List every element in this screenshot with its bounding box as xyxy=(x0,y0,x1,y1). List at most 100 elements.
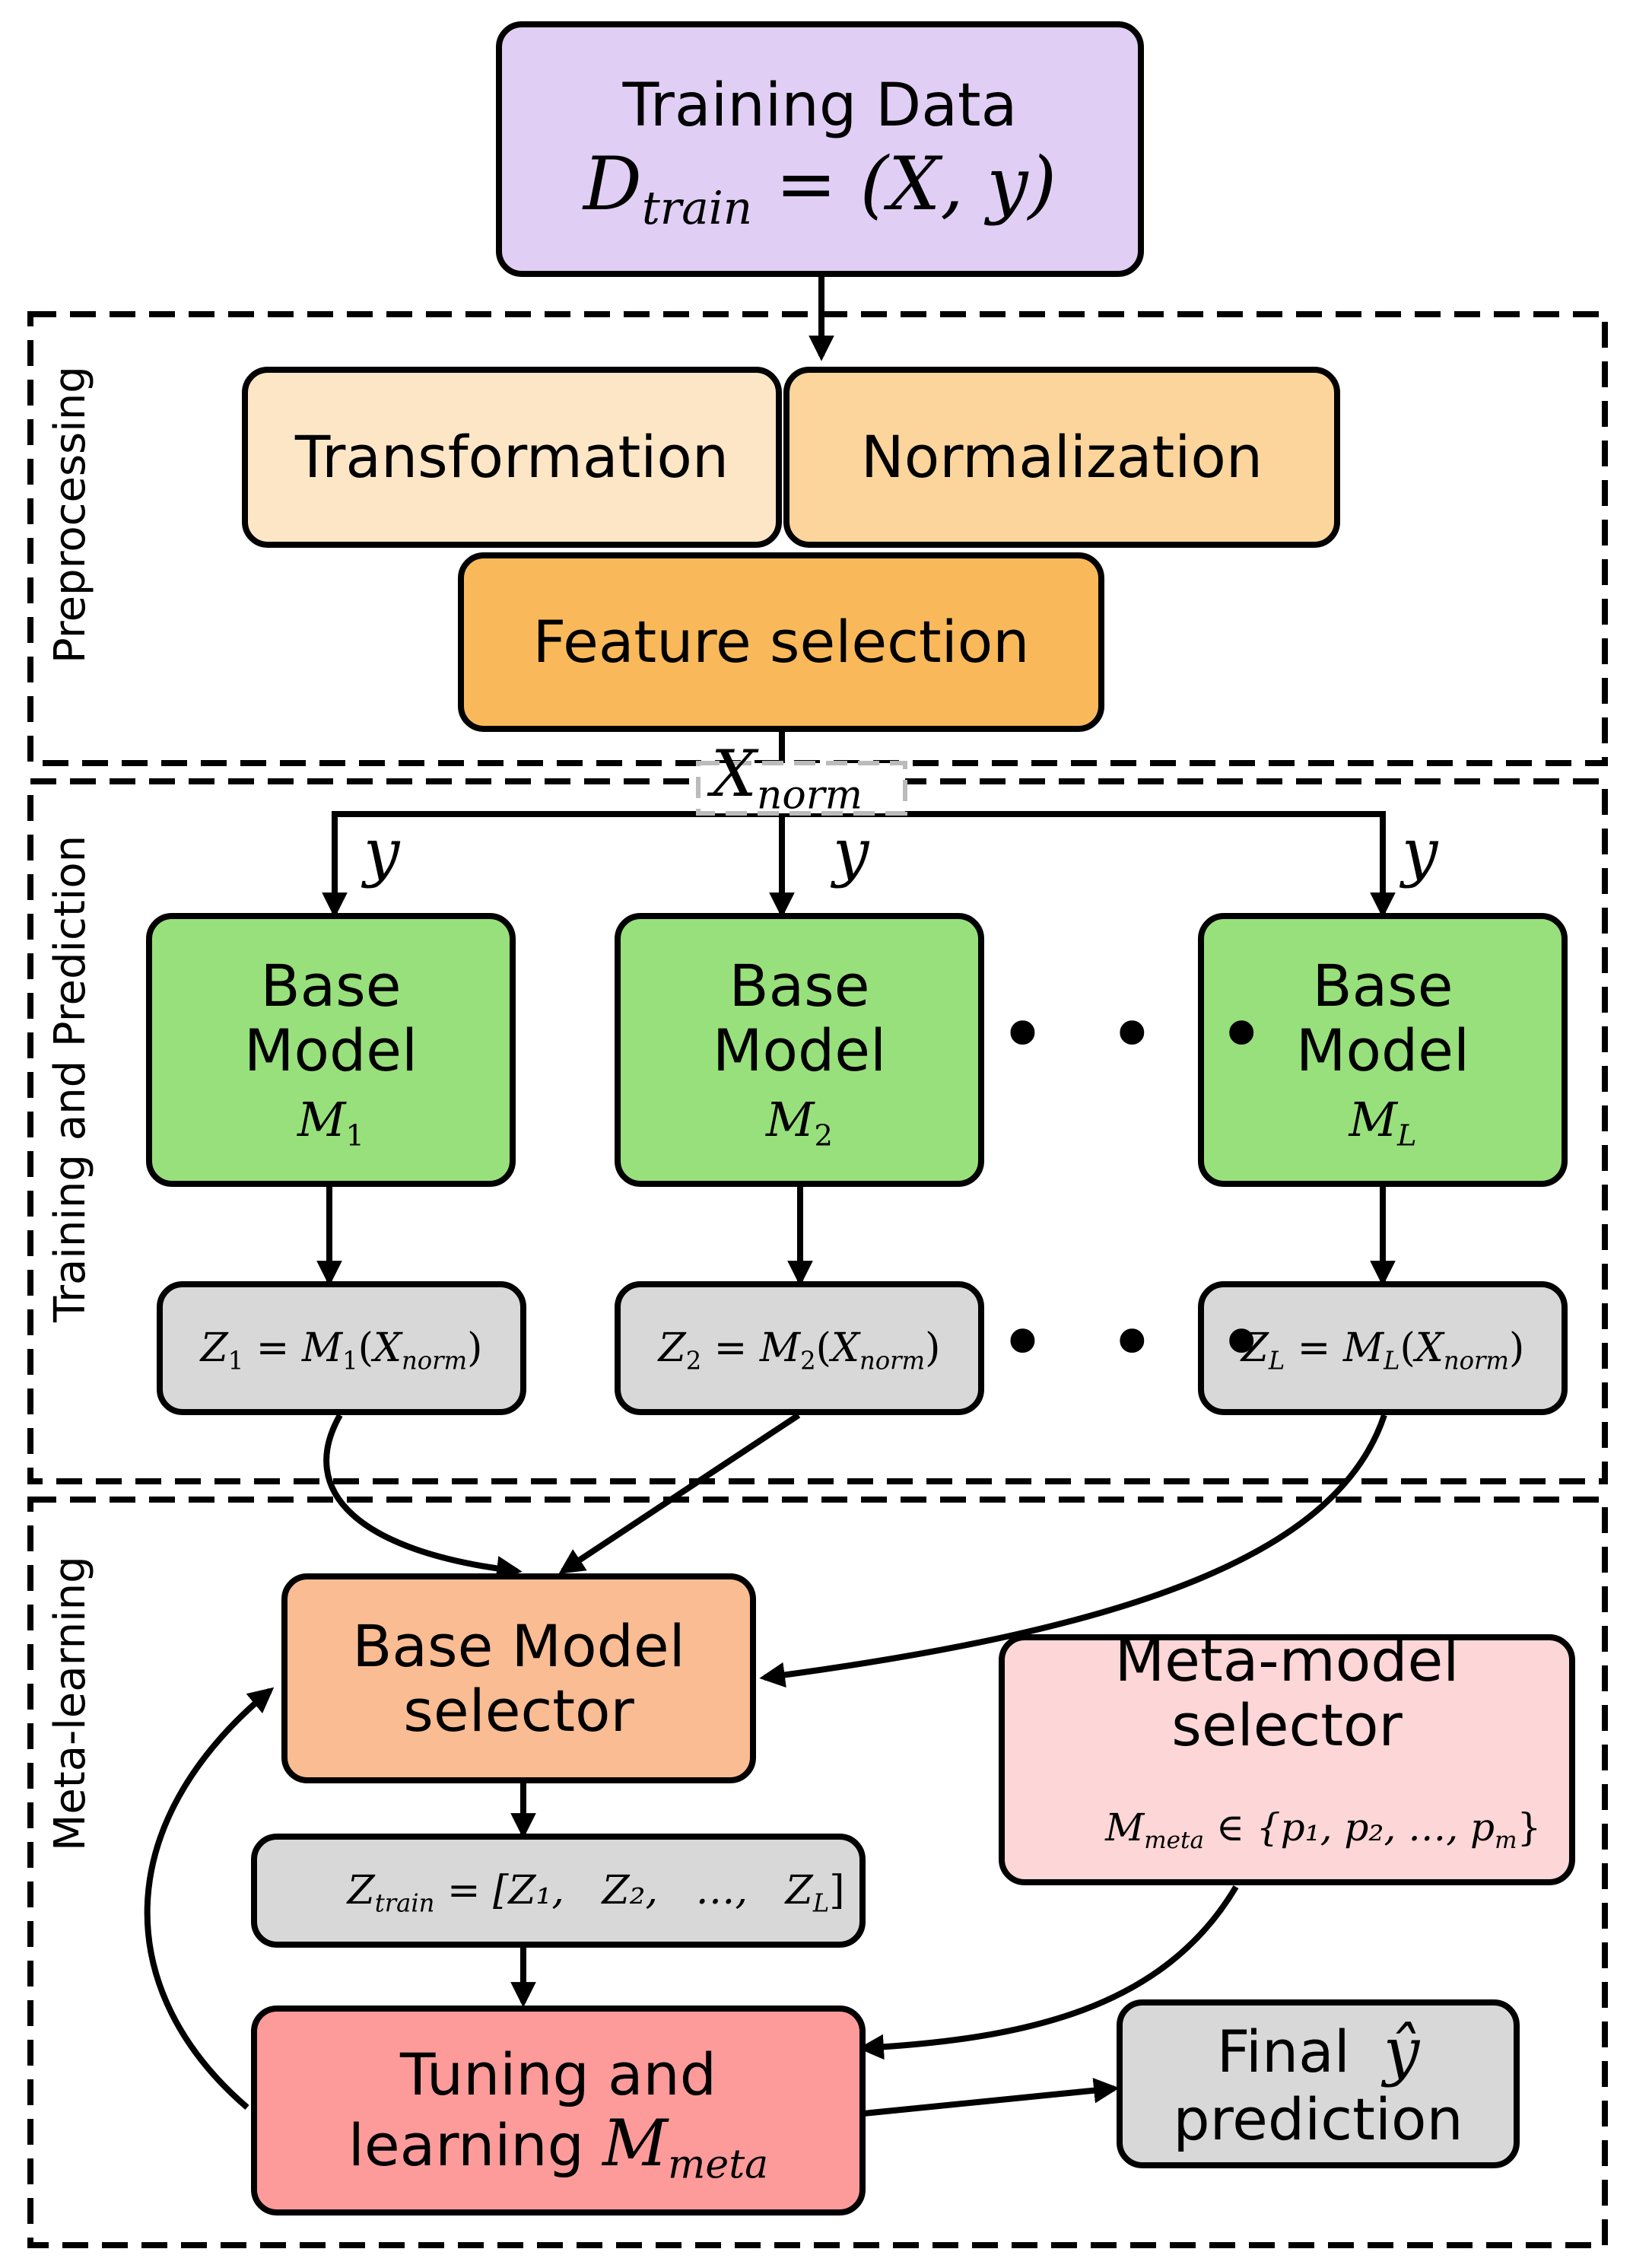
z1-zsub: 1 xyxy=(227,1346,244,1376)
base-model-1-m: M xyxy=(297,1092,346,1148)
base-model-l-line2: Model xyxy=(1295,1016,1470,1085)
zl-z: Z xyxy=(1241,1325,1269,1371)
xnorm-label: Xnorm xyxy=(711,742,863,816)
curve-z2-to-selector xyxy=(558,1412,801,1574)
formula-d: D xyxy=(583,141,642,227)
output-zl-formula: ZL = ML(Xnorm) xyxy=(1241,1325,1525,1376)
y-label-2: y xyxy=(833,815,869,889)
base-model-2-m: M xyxy=(766,1092,815,1148)
meta-learning-section-frame xyxy=(27,1497,1608,2248)
base-model-1-symbol: M1 xyxy=(297,1092,364,1150)
output-zl-box: ZL = ML(Xnorm) xyxy=(1198,1281,1568,1415)
meta-selector-set-close: } xyxy=(1517,1805,1542,1850)
z2-z: Z xyxy=(658,1325,686,1371)
z-train-z: Z xyxy=(347,1867,375,1913)
normalization-label: Normalization xyxy=(860,423,1263,491)
z1-x: X xyxy=(373,1325,402,1371)
z-train-rhs: = [Z₁, Z₂, …, Z xyxy=(434,1867,813,1913)
meta-selector-line1: Meta-model xyxy=(1114,1626,1460,1694)
tuning-line1: Tuning and xyxy=(400,2041,716,2109)
tuning-m-meta: Mmeta xyxy=(602,2106,768,2184)
ellipsis-models: • • • xyxy=(998,986,1283,1083)
zl-x: X xyxy=(1415,1325,1444,1371)
section-label-training: Training and Prediction xyxy=(46,835,95,1322)
base-model-2-line2: Model xyxy=(712,1016,887,1085)
z2-m: M xyxy=(759,1325,801,1371)
training-data-formula: Dtrain = (X, y) xyxy=(583,141,1057,231)
z1-z: Z xyxy=(200,1325,228,1371)
xnorm-symbol: X xyxy=(711,736,757,811)
training-data-title: Training Data xyxy=(622,71,1018,140)
transformation-label: Transformation xyxy=(294,423,729,491)
arrow-tuning-to-final xyxy=(863,2077,1120,2117)
tuning-line2-text: learning xyxy=(348,2111,602,2179)
meta-model-selector-box: Meta-model selector Mmeta ∈ {p₁, p₂, …, … xyxy=(999,1628,1575,1885)
feedback-loop-arrow xyxy=(144,1687,275,2111)
base-model-l-sub: L xyxy=(1396,1118,1417,1153)
z1-msub: 1 xyxy=(342,1346,358,1376)
formula-d-sub: train xyxy=(641,182,753,235)
base-model-2-symbol: M2 xyxy=(766,1092,833,1150)
transformation-box: Transformation xyxy=(242,367,782,548)
section-label-meta-learning: Meta-learning xyxy=(46,1556,95,1851)
base-model-selector-line2: selector xyxy=(403,1677,634,1745)
meta-selector-formula: Mmeta ∈ {p₁, p₂, …, pm} xyxy=(1033,1764,1542,1891)
curve-meta-selector-to-tuning xyxy=(858,1885,1239,2060)
base-model-2-sub: 2 xyxy=(814,1118,833,1153)
z1-xsub: norm xyxy=(401,1346,468,1376)
final-line2: prediction xyxy=(1173,2085,1463,2154)
final-line1: Final xyxy=(1216,2017,1350,2085)
z-train-last-sub: L xyxy=(812,1888,830,1918)
feature-selection-label: Feature selection xyxy=(532,608,1030,676)
meta-selector-set-sub: m xyxy=(1495,1827,1517,1855)
base-model-l: Base Model ML xyxy=(1198,913,1568,1187)
base-model-1-line2: Model xyxy=(243,1016,418,1085)
training-section-frame xyxy=(27,778,1608,1484)
meta-selector-m: M xyxy=(1105,1805,1145,1850)
z2-xsub: norm xyxy=(859,1346,926,1376)
base-model-2-line1: Base xyxy=(729,952,870,1020)
normalization-box: Normalization xyxy=(783,367,1340,548)
z-train-box: Ztrain = [Z₁, Z₂, …, ZL] xyxy=(251,1834,866,1948)
feature-selection-box: Feature selection xyxy=(458,552,1104,732)
z2-x: X xyxy=(831,1325,859,1371)
output-z2-formula: Z2 = M2(Xnorm) xyxy=(658,1325,941,1376)
base-model-l-line1: Base xyxy=(1312,952,1453,1020)
ellipsis-outputs: • • • xyxy=(998,1294,1283,1392)
z-train-sub: train xyxy=(374,1888,435,1918)
section-label-preprocessing: Preprocessing xyxy=(46,366,95,663)
zl-msub: L xyxy=(1384,1346,1400,1376)
zl-zsub: L xyxy=(1268,1346,1285,1376)
base-model-l-symbol: ML xyxy=(1349,1092,1417,1150)
meta-selector-set: ∈ {p₁, p₂, …, p xyxy=(1203,1805,1495,1850)
tuning-learning-box: Tuning and learning Mmeta xyxy=(251,2006,866,2216)
zl-xsub: norm xyxy=(1443,1346,1510,1376)
final-line1-row: Final ŷ xyxy=(1217,2015,1420,2087)
training-data-box: Training Data Dtrain = (X, y) xyxy=(496,21,1144,277)
final-prediction-box: Final ŷ prediction xyxy=(1117,1999,1520,2168)
base-model-1-line1: Base xyxy=(260,952,402,1020)
base-model-1-sub: 1 xyxy=(345,1118,364,1153)
y-hat-symbol: ŷ xyxy=(1383,2014,1420,2089)
zl-m: M xyxy=(1342,1325,1384,1371)
tuning-msub: meta xyxy=(668,2142,769,2188)
z-train-close: ] xyxy=(829,1867,845,1913)
tuning-line2: learning Mmeta xyxy=(348,2106,768,2184)
formula-rhs: = (X, y) xyxy=(752,141,1057,227)
y-label-1: y xyxy=(364,815,400,889)
base-model-1: Base Model M1 xyxy=(146,913,516,1187)
base-model-selector-line1: Base Model xyxy=(352,1611,685,1680)
curve-zl-to-selector xyxy=(759,1414,1387,1688)
z2-zsub: 2 xyxy=(685,1346,702,1376)
meta-selector-msub: meta xyxy=(1144,1827,1204,1855)
z1-m: M xyxy=(301,1325,343,1371)
xnorm-label-patch xyxy=(696,761,907,816)
base-model-l-m: M xyxy=(1349,1092,1397,1148)
z2-msub: 2 xyxy=(800,1346,816,1376)
xnorm-sub: norm xyxy=(756,772,863,819)
base-model-selector-box: Base Model selector xyxy=(281,1573,756,1783)
y-label-3: y xyxy=(1402,815,1438,889)
meta-selector-line2: selector xyxy=(1171,1691,1403,1759)
